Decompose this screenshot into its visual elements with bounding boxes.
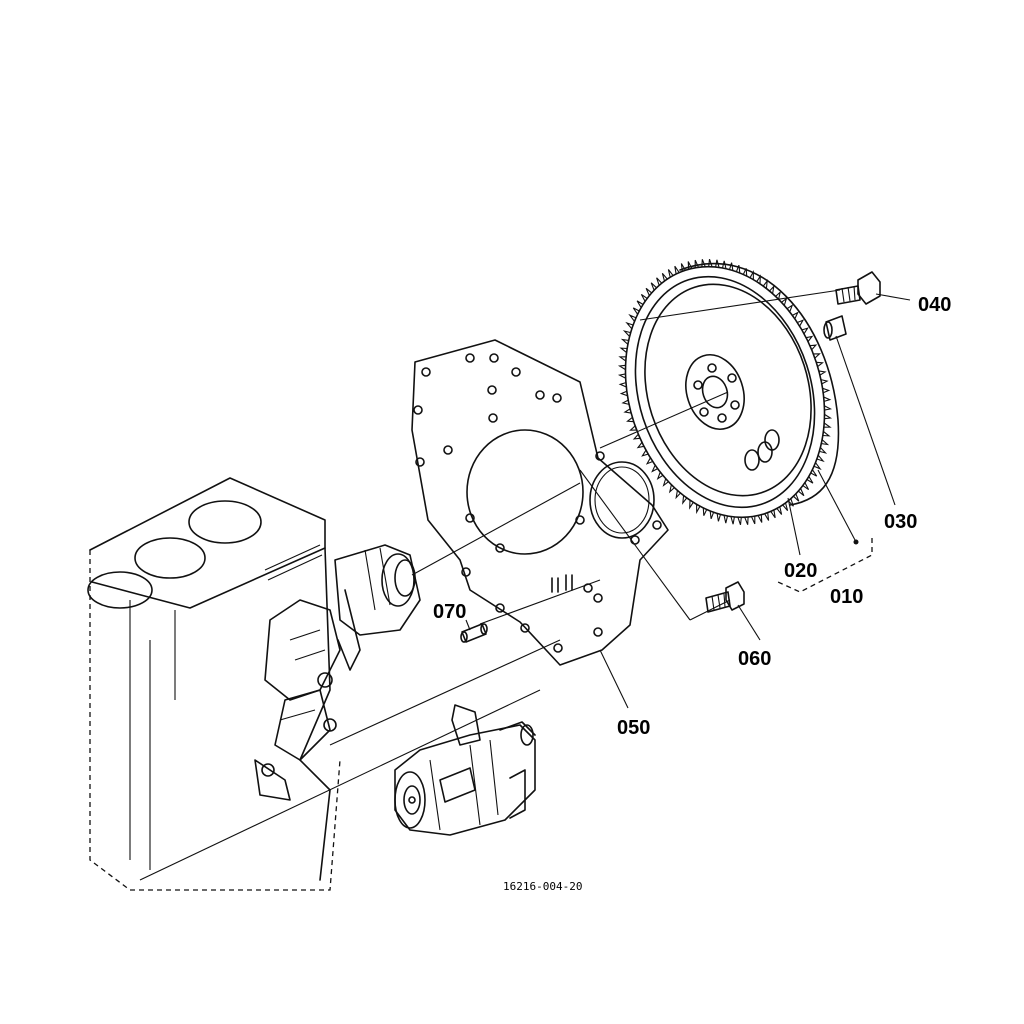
flywheel-bolt-040 [835, 271, 881, 305]
callout-010: 010 [830, 586, 863, 608]
dowel-pin-070 [460, 623, 488, 643]
bushing-030 [823, 315, 847, 341]
leader-lines [465, 293, 911, 709]
plate-bolt-holes [413, 353, 662, 653]
engine-block [87, 477, 341, 891]
alignment-lines [139, 289, 841, 881]
drawing-code: 16216-004-20 [503, 880, 582, 893]
callout-030: 030 [884, 511, 917, 533]
crankshaft [334, 544, 421, 671]
callout-050: 050 [617, 717, 650, 739]
housing-bolt-060 [705, 581, 745, 613]
callout-040: 040 [918, 294, 951, 316]
flywheel [617, 259, 859, 545]
callout-070: 070 [433, 601, 466, 623]
callout-060: 060 [738, 648, 771, 670]
callout-020: 020 [784, 560, 817, 582]
ring-gear-teeth [617, 259, 833, 525]
gear-teeth-outline [617, 259, 833, 525]
flywheel-housing-plate [411, 339, 669, 666]
starter-motor [394, 704, 536, 836]
